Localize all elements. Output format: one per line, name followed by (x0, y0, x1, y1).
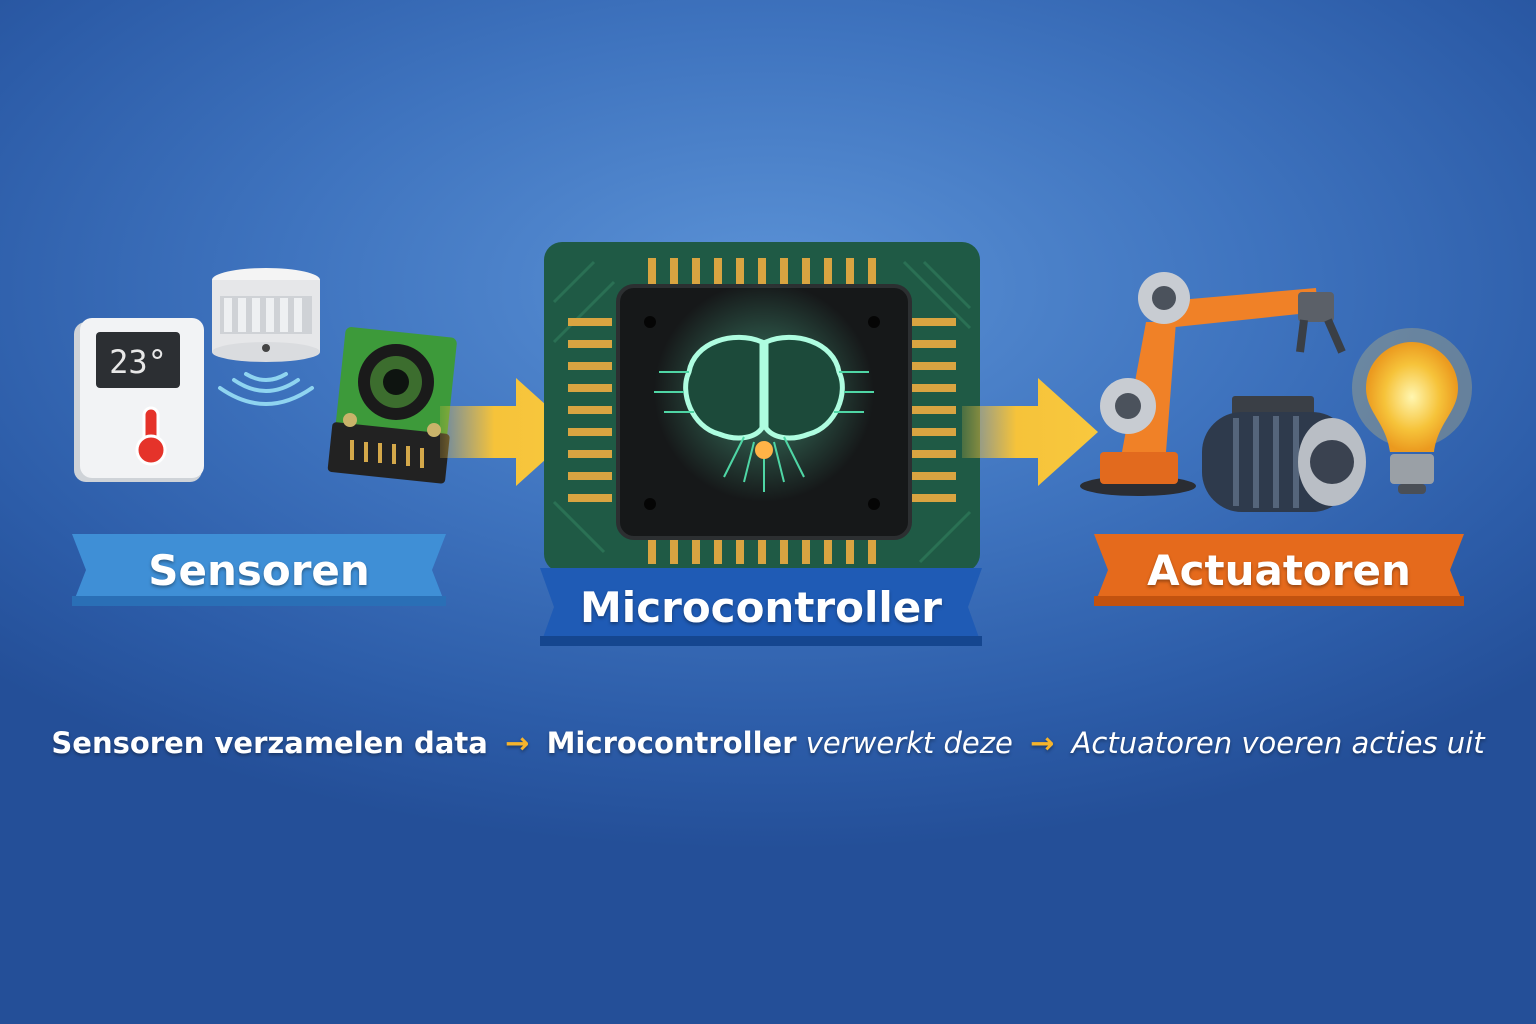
actuators-banner: Actuatoren (1094, 534, 1464, 606)
sensors-banner: Sensoren (72, 534, 446, 606)
arrow-right-icon: → (1030, 726, 1055, 760)
microcontroller-chip (544, 242, 980, 572)
flow-caption: Sensoren verzamelen data → Microcontroll… (0, 726, 1536, 760)
sensors-label: Sensoren (148, 545, 370, 595)
camera-module-icon (327, 327, 457, 484)
flow-arrow-mcu-to-actuators (962, 378, 1098, 486)
microcontroller-label: Microcontroller (580, 582, 942, 632)
caption-microcontroller: Microcontroller (546, 726, 797, 760)
thermostat-icon: 23° (74, 318, 204, 482)
actuators-label: Actuatoren (1147, 545, 1411, 595)
actuators-illustration (1080, 272, 1472, 512)
electric-motor-icon (1202, 396, 1366, 512)
light-bulb-icon (1352, 328, 1472, 494)
robot-arm-icon (1080, 272, 1346, 496)
caption-actuators: Actuatoren voeren acties uit (1071, 726, 1485, 760)
caption-processes: verwerkt deze (805, 726, 1013, 760)
sensors-illustration: 23° (74, 268, 457, 484)
caption-sensors: Sensoren verzamelen data (51, 726, 488, 760)
brain-icon (654, 282, 874, 502)
microcontroller-banner: Microcontroller (540, 568, 982, 646)
motion-sensor-icon (212, 268, 320, 406)
arrow-right-icon: → (505, 726, 530, 760)
flow-arrow-sensors-to-mcu (440, 378, 576, 486)
thermostat-reading: 23° (109, 343, 167, 381)
